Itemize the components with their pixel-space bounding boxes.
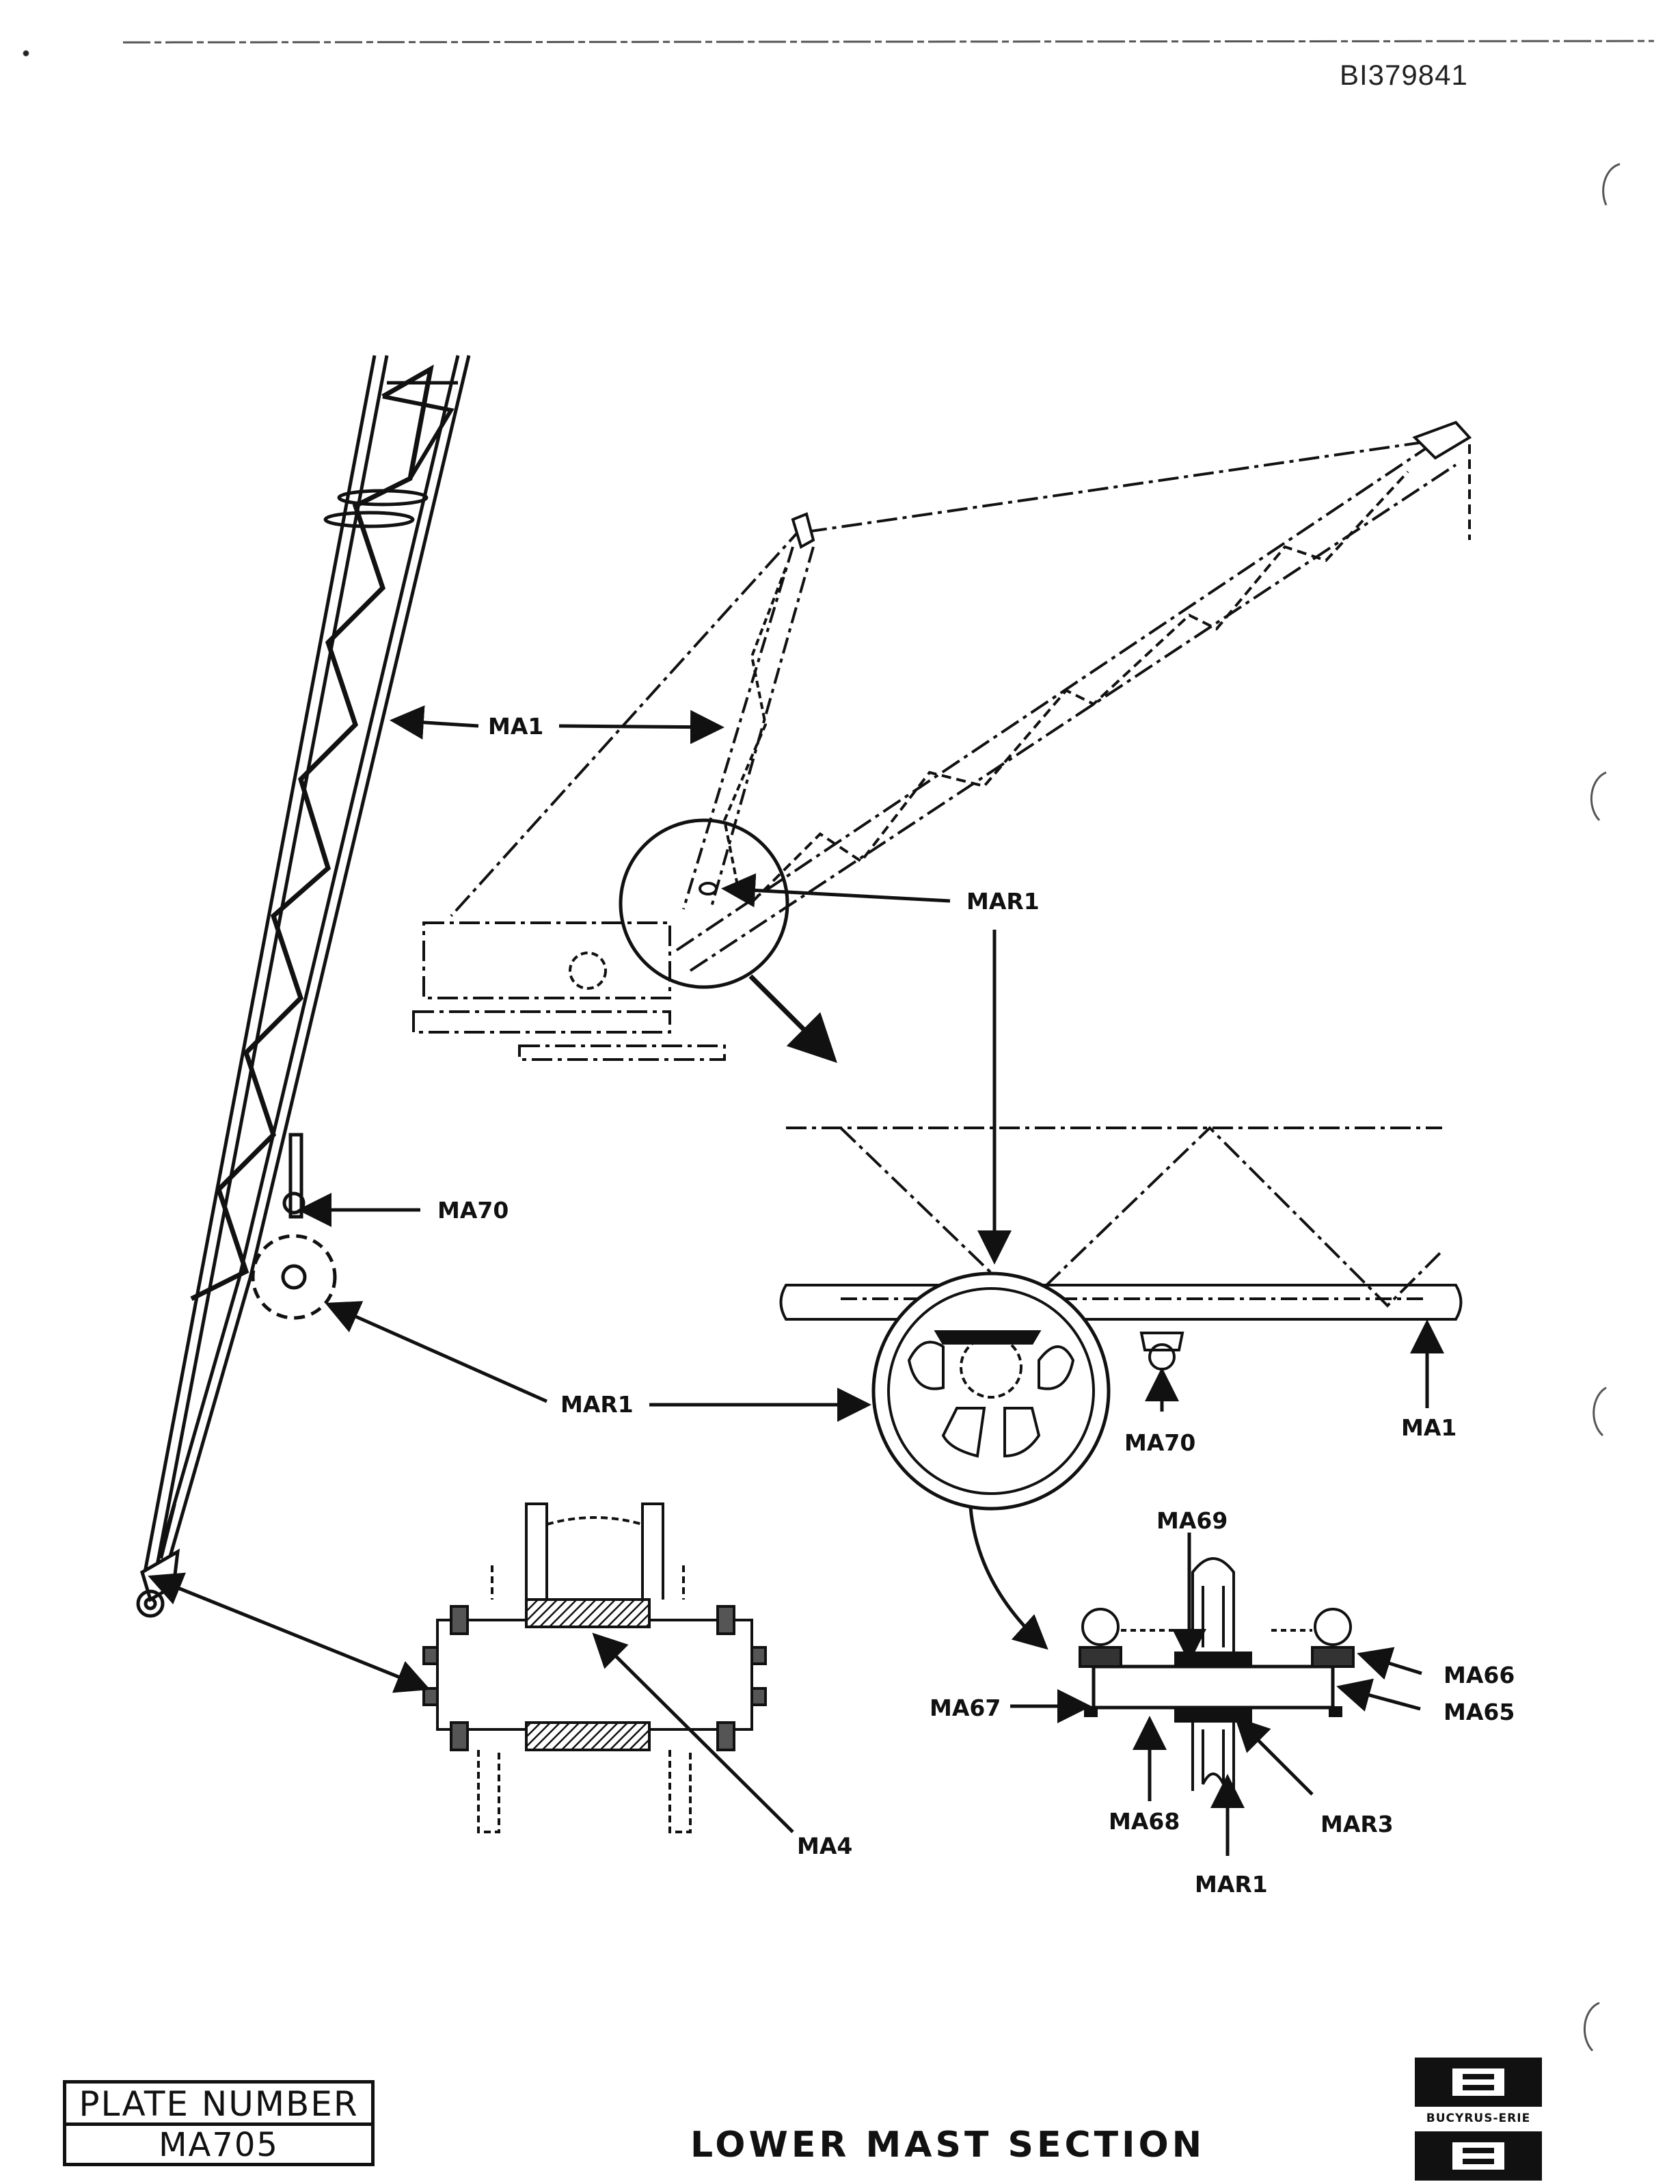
callout-ma65: MA65 bbox=[1444, 1699, 1515, 1725]
callout-mar1-mast: MAR1 bbox=[560, 1391, 634, 1418]
callout-mar1-overview: MAR1 bbox=[966, 888, 1040, 915]
callout-ma66: MA66 bbox=[1444, 1662, 1515, 1688]
callout-ma1-mast: MA1 bbox=[488, 713, 543, 740]
callout-mar3: MAR3 bbox=[1320, 1811, 1394, 1837]
drawing-title: LOWER MAST SECTION bbox=[690, 2125, 1206, 2166]
logo-company-name: BUCYRUS-ERIE bbox=[1415, 2111, 1542, 2126]
scan-artifacts bbox=[23, 40, 1655, 2052]
plate-number-box: PLATE NUMBER MA705 bbox=[63, 2080, 375, 2166]
lower-mast-section-view bbox=[136, 355, 471, 1618]
callout-ma68: MA68 bbox=[1109, 1808, 1180, 1835]
callout-ma1-detail: MA1 bbox=[1401, 1414, 1457, 1441]
bucyrus-erie-logo bbox=[1415, 2058, 1542, 2181]
callout-ma70-detail: MA70 bbox=[1124, 1429, 1195, 1456]
leader-arrows bbox=[148, 705, 1444, 1856]
callout-ma70-mast: MA70 bbox=[437, 1197, 509, 1224]
sheave-detail-view bbox=[779, 1126, 1463, 1511]
document-id: BI379841 bbox=[1340, 59, 1468, 91]
pin-bearing-section-view bbox=[422, 1502, 767, 1833]
callout-ma4: MA4 bbox=[797, 1833, 852, 1859]
plate-number-label: PLATE NUMBER bbox=[66, 2084, 371, 2126]
crane-overview bbox=[412, 420, 1472, 1063]
callout-ma67: MA67 bbox=[930, 1695, 1001, 1721]
sheave-pin-detail-view bbox=[1079, 1557, 1355, 1791]
callout-labels: MA1 MAR1 MA70 MAR1 MA70 MA1 MA4 MA69 MA6… bbox=[437, 713, 1515, 1898]
callout-mar1-pin: MAR1 bbox=[1195, 1871, 1268, 1898]
plate-number-value: MA705 bbox=[159, 2126, 279, 2164]
callout-ma69: MA69 bbox=[1156, 1507, 1228, 1534]
